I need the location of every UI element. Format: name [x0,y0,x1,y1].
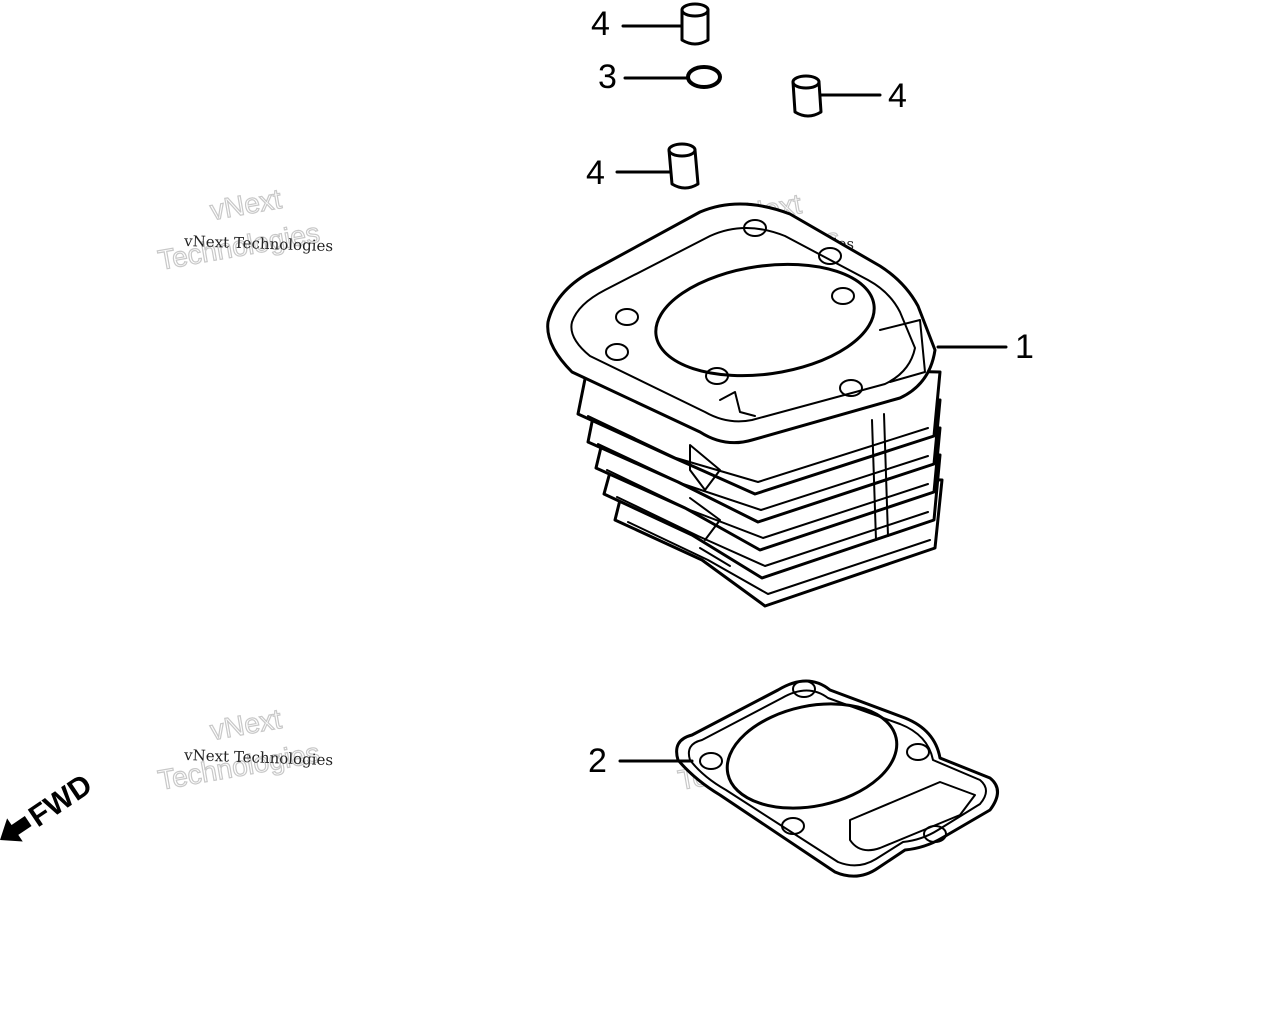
callout-label: 4 [586,154,605,192]
watermark-3: vNext Technologies [155,703,323,797]
callout-label: 4 [591,5,610,43]
callout-label: 2 [588,742,607,780]
dowel-pin-left[interactable] [667,142,700,190]
cylinder[interactable] [546,202,944,608]
watermark-large-line-1: vNext [208,183,284,226]
cylinder-gasket[interactable] [675,679,999,878]
watermark-text-3: vNext Technologies [183,746,334,769]
callout-label: 1 [1015,328,1034,366]
callout-label: 3 [598,58,617,96]
dowel-pin-top[interactable] [680,2,710,46]
callout-label: 4 [888,77,907,115]
dowel-pin-right[interactable] [791,74,823,118]
fwd-label: FWD [23,768,98,834]
arrow-icon [0,816,32,842]
watermark-1: vNext Technologies [155,183,323,277]
watermark-text-1: vNext Technologies [183,232,334,255]
fwd-indicator: FWD [0,768,98,842]
o-ring[interactable] [686,65,722,89]
watermark-large-line-1: vNext [208,703,284,746]
